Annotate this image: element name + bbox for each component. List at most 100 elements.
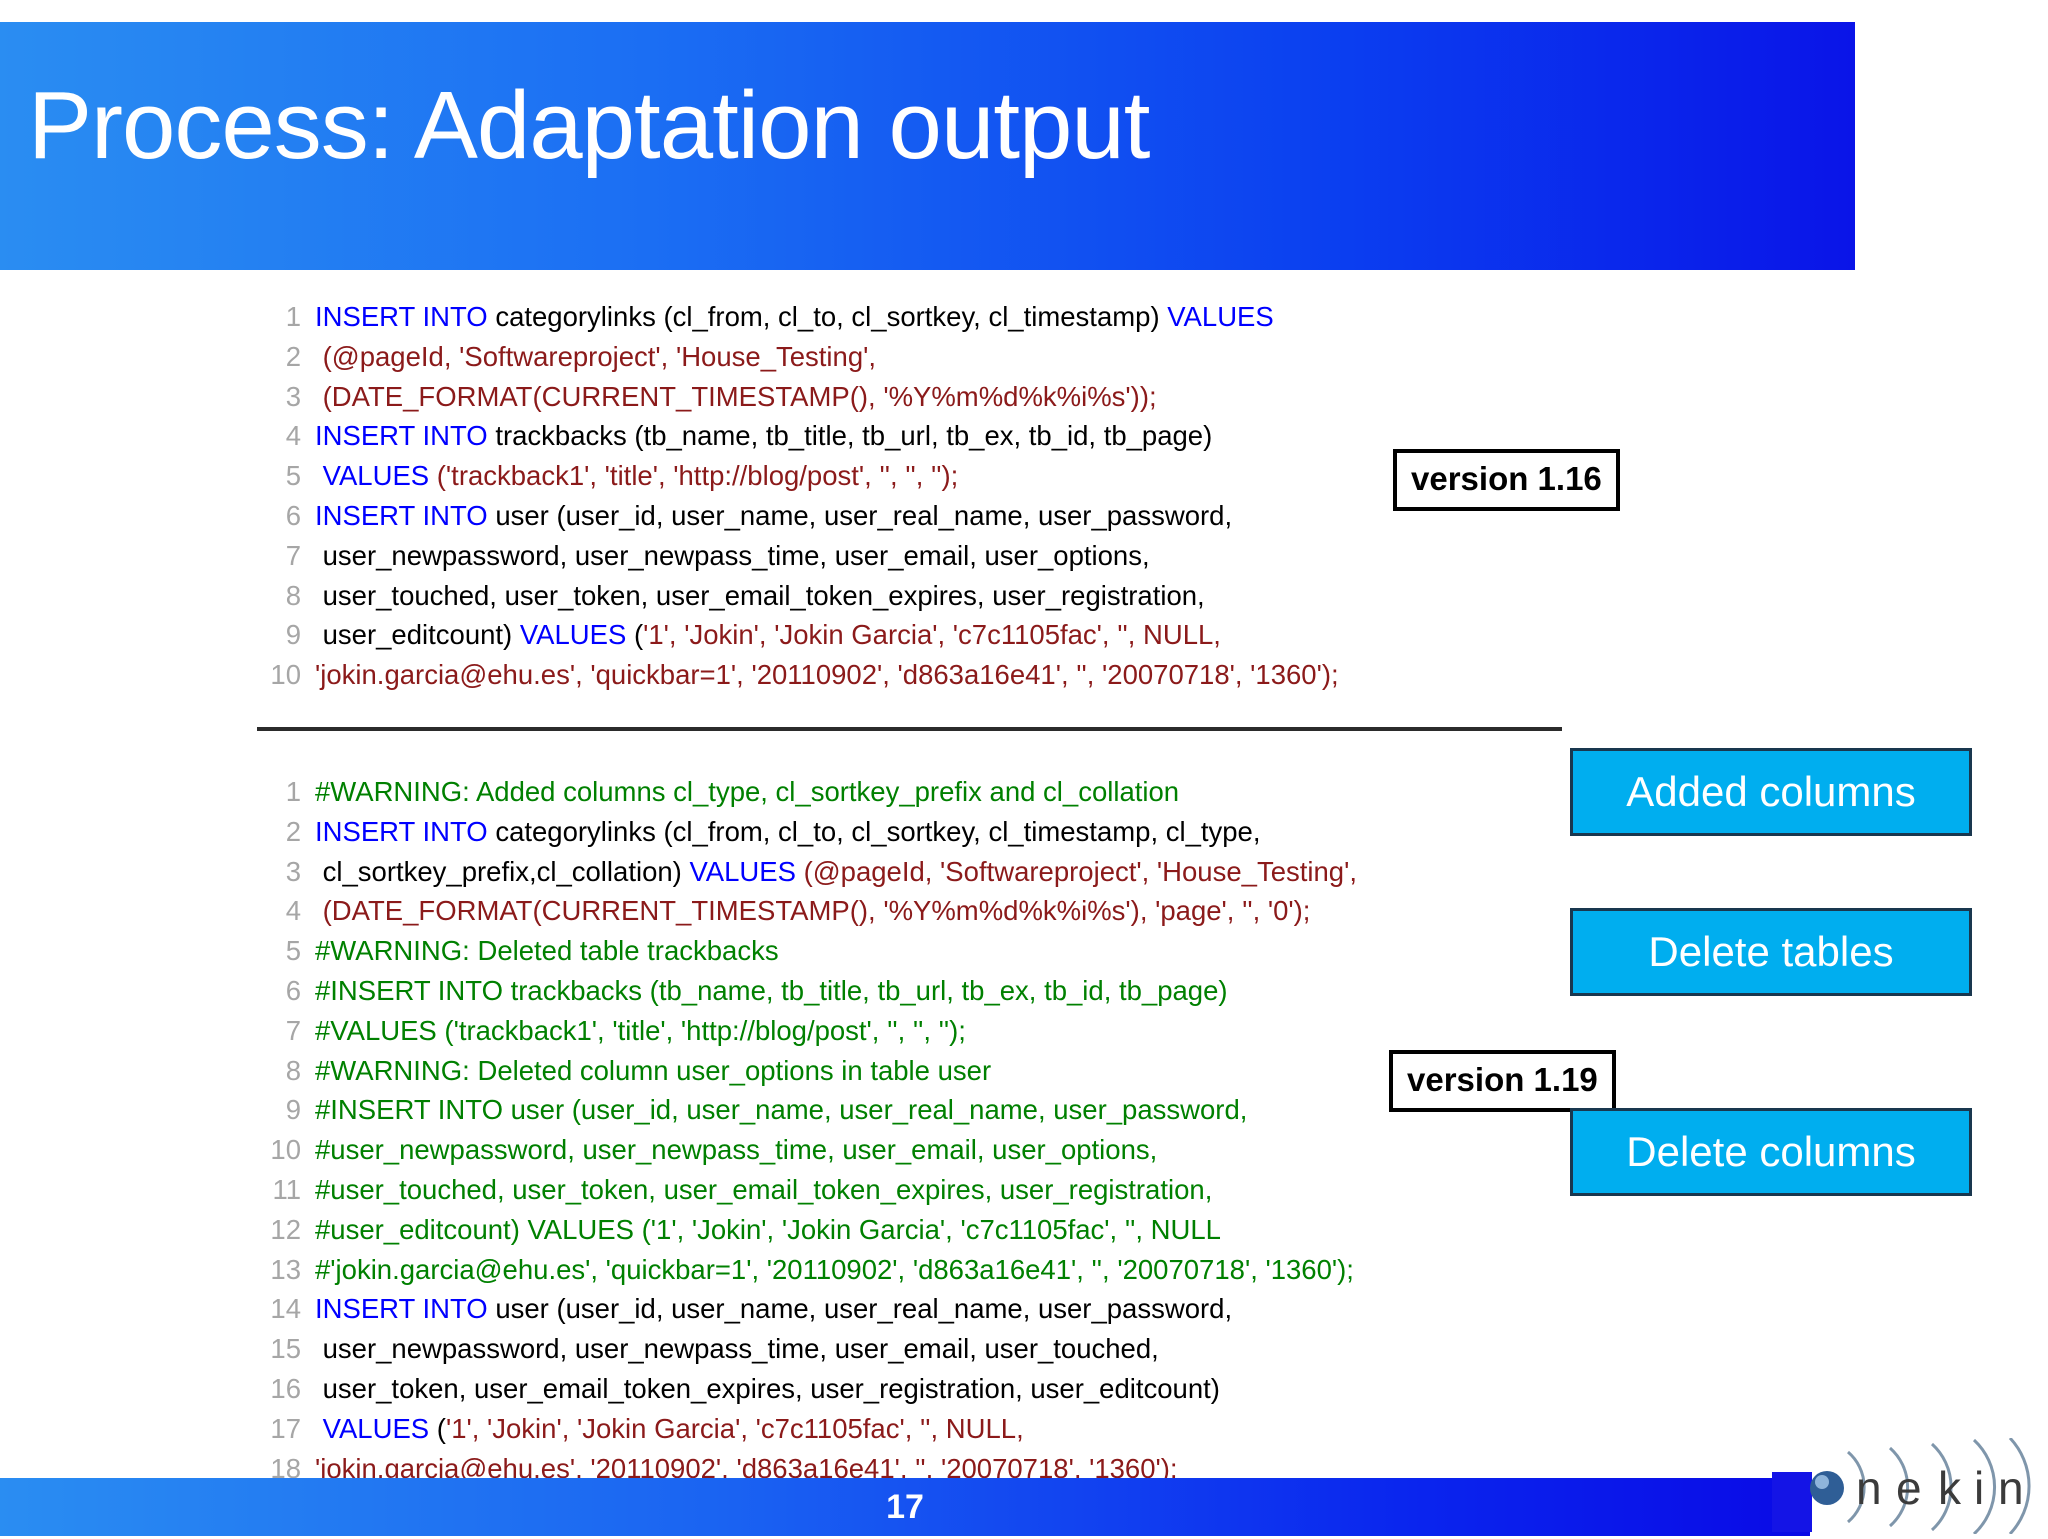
logo-sphere-icon — [1810, 1471, 1844, 1505]
footer-bar — [0, 1478, 1810, 1536]
code-line-number: 4 — [285, 420, 301, 452]
code-line: 6 INSERT INTO user (user_id, user_name, u… — [255, 496, 1339, 536]
code-line: 3 cl_sortkey_prefix,cl_collation) VALUES… — [255, 852, 1357, 892]
code-token-cmt: #WARNING: Deleted table trackbacks — [315, 935, 779, 967]
code-line-number: 9 — [285, 1094, 301, 1126]
code-line-number: 1 — [285, 776, 301, 807]
code-line-number: 3 — [285, 380, 301, 412]
code-token-pln: cl_sortkey_prefix,cl_collation) — [315, 855, 690, 887]
code-line: 17 VALUES ('1', 'Jokin', 'Jokin Garcia',… — [255, 1409, 1357, 1449]
code-token-cmt: #WARNING: Deleted column user_options in… — [315, 1054, 992, 1086]
code-token-kw: VALUES — [1167, 301, 1274, 332]
code-line: 8 #WARNING: Deleted column user_options i… — [255, 1051, 1357, 1091]
code-line-number: 8 — [285, 1054, 301, 1086]
code-token-pln: user_newpassword, user_newpass_time, use… — [315, 539, 1150, 571]
code-line-number: 14 — [270, 1293, 301, 1325]
code-token-cmt: #'jokin.garcia@ehu.es', 'quickbar=1', '2… — [315, 1253, 1354, 1285]
code-line-number: 16 — [270, 1372, 301, 1404]
code-line: 16 user_token, user_email_token_expires,… — [255, 1369, 1357, 1409]
code-line-number: 13 — [270, 1253, 301, 1285]
svg-text:i: i — [1974, 1462, 1984, 1514]
code-line: 4 INSERT INTO trackbacks (tb_name, tb_tit… — [255, 416, 1339, 456]
code-token-pln: categorylinks (cl_from, cl_to, cl_sortke… — [487, 301, 1168, 332]
svg-text:k: k — [1938, 1462, 1962, 1514]
code-line-number: 6 — [285, 974, 301, 1006]
code-line: 10#user_newpassword, user_newpass_time, … — [255, 1130, 1357, 1170]
code-token-pln — [315, 381, 323, 412]
code-token-pln: user_token, user_email_token_expires, us… — [315, 1372, 1220, 1404]
code-token-cmt: #INSERT INTO trackbacks (tb_name, tb_tit… — [315, 974, 1228, 1006]
svg-text:n: n — [1856, 1462, 1882, 1514]
code-token-str: (DATE_FORMAT(CURRENT_TIMESTAMP(), '%Y%m%… — [322, 380, 1157, 412]
title-banner — [0, 22, 1855, 270]
code-token-str: ('trackback1', 'title', 'http://blog/pos… — [436, 460, 959, 492]
code-token-kw: VALUES — [519, 619, 627, 651]
code-line: 12#user_editcount) VALUES ('1', 'Jokin',… — [255, 1210, 1357, 1250]
callout-delete-columns: Delete columns — [1570, 1108, 1972, 1196]
code-token-cmt: #user_touched, user_token, user_email_to… — [315, 1173, 1213, 1205]
code-token-kw: VALUES — [322, 1412, 430, 1444]
code-line-number: 17 — [270, 1412, 301, 1444]
code-token-str: 'jokin.garcia@ehu.es', 'quickbar=1', '20… — [315, 659, 1339, 691]
code-token-str: '1', 'Jokin', 'Jokin Garcia', 'c7c1105fa… — [445, 1412, 1024, 1444]
code-token-str: (@pageId, 'Softwareproject', 'House_Test… — [803, 855, 1357, 887]
callout-delete-tables: Delete tables — [1570, 908, 1972, 996]
code-token-kw: INSERT INTO — [315, 1293, 488, 1325]
code-line-number: 11 — [272, 1173, 301, 1205]
callout-added-columns: Added columns — [1570, 748, 1972, 836]
code-token-kw: VALUES — [689, 855, 796, 887]
code-line: 1 #WARNING: Added columns cl_type, cl_sor… — [255, 772, 1357, 812]
code-token-str: (DATE_FORMAT(CURRENT_TIMESTAMP(), '%Y%m%… — [322, 895, 1311, 927]
code-token-pln: user_editcount) — [315, 619, 520, 651]
section-divider — [257, 727, 1562, 731]
code-line-number: 6 — [285, 499, 301, 531]
code-line: 5 #WARNING: Deleted table trackbacks — [255, 931, 1357, 971]
code-token-kw: INSERT INTO — [315, 420, 488, 452]
code-line: 11 #user_touched, user_token, user_email_… — [255, 1170, 1357, 1210]
code-line-number: 5 — [285, 935, 301, 967]
code-token-pln — [429, 460, 437, 491]
svg-text:e: e — [1896, 1462, 1922, 1514]
code-line-number: 9 — [285, 619, 301, 651]
page-title: Process: Adaptation output — [28, 72, 1150, 179]
code-line: 3 (DATE_FORMAT(CURRENT_TIMESTAMP(), '%Y%… — [255, 377, 1339, 417]
code-token-cmt: #WARNING: Added columns cl_type, cl_sort… — [315, 776, 1180, 807]
code-token-pln: trackbacks (tb_name, tb_title, tb_url, t… — [487, 420, 1213, 452]
code-line-number: 8 — [285, 579, 301, 611]
code-token-cmt: #VALUES ('trackback1', 'title', 'http://… — [315, 1014, 966, 1046]
code-token-pln — [315, 1413, 323, 1444]
code-token-pln: ( — [429, 1412, 446, 1444]
code-line-number: 2 — [285, 340, 301, 372]
code-line-number: 12 — [270, 1213, 301, 1245]
version-badge-old: version 1.16 — [1393, 449, 1620, 511]
logo-blue-square — [1772, 1472, 1812, 1532]
code-token-pln: user (user_id, user_name, user_real_name… — [487, 499, 1233, 531]
code-line-number: 10 — [270, 659, 301, 691]
code-token-str: '1', 'Jokin', 'Jokin Garcia', 'c7c1105fa… — [643, 619, 1221, 651]
code-token-pln — [315, 460, 323, 491]
code-line-number: 7 — [285, 1014, 301, 1046]
code-token-kw: INSERT INTO — [315, 499, 488, 531]
page-number: 17 — [886, 1487, 924, 1526]
code-line: 2 (@pageId, 'Softwareproject', 'House_Te… — [255, 337, 1339, 377]
code-token-kw: INSERT INTO — [315, 301, 488, 332]
code-token-cmt: #user_newpassword, user_newpass_time, us… — [315, 1134, 1158, 1166]
code-line-number: 15 — [270, 1333, 301, 1365]
code-line: 7 user_newpassword, user_newpass_time, u… — [255, 536, 1339, 576]
code-block-version-1-19: 1 #WARNING: Added columns cl_type, cl_sor… — [255, 772, 1357, 1488]
code-line: 6 #INSERT INTO trackbacks (tb_name, tb_ti… — [255, 971, 1357, 1011]
code-token-kw: VALUES — [322, 460, 430, 492]
code-line: 4 (DATE_FORMAT(CURRENT_TIMESTAMP(), '%Y%… — [255, 891, 1357, 931]
code-line-number: 4 — [285, 895, 301, 927]
code-token-pln — [315, 341, 323, 372]
code-token-pln: categorylinks (cl_from, cl_to, cl_sortke… — [487, 815, 1261, 847]
code-line-number: 7 — [285, 539, 301, 571]
svg-text:n: n — [1998, 1462, 2024, 1514]
code-line-number: 5 — [285, 460, 301, 492]
code-line: 10 'jokin.garcia@ehu.es', 'quickbar=1', '… — [255, 655, 1339, 695]
code-line: 15 user_newpassword, user_newpass_time, … — [255, 1329, 1357, 1369]
